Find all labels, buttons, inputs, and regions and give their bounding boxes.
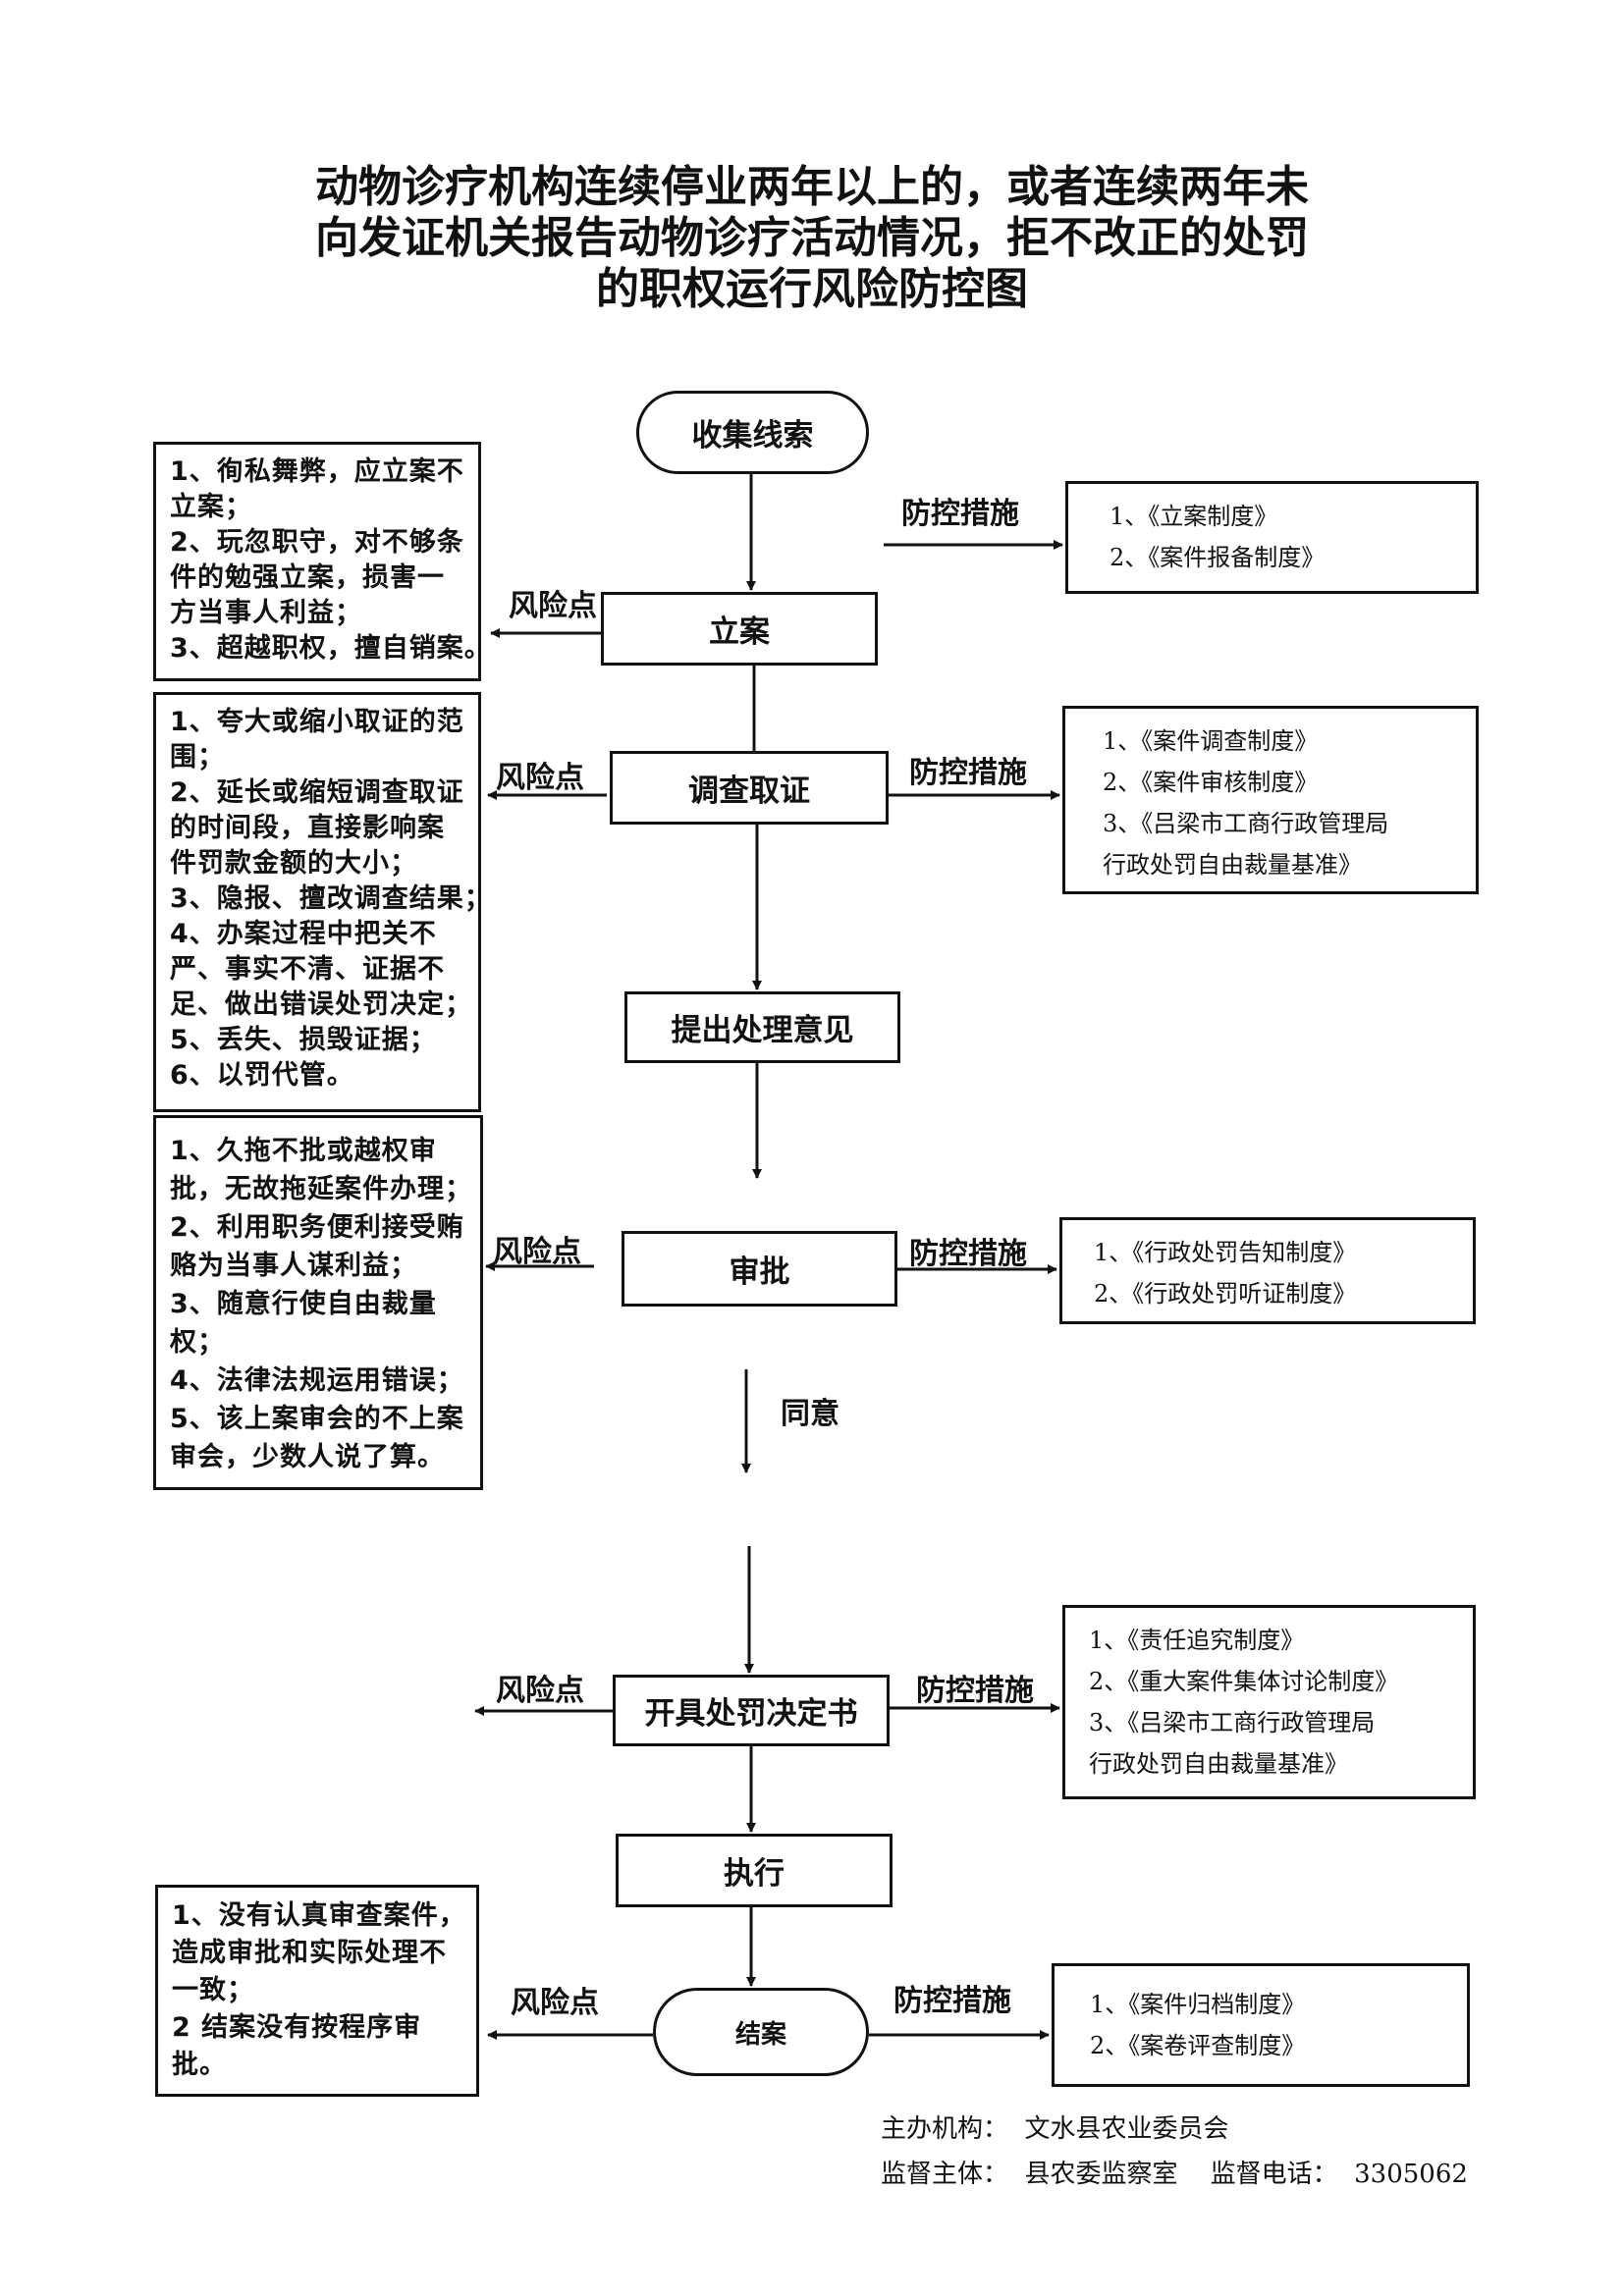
label-agree: 同意 xyxy=(781,1397,839,1431)
risk-line: 1、没有认真审查案件， xyxy=(172,1900,466,1931)
diagram-title: 动物诊疗机构连续停业两年以上的，或者连续两年未 向发证机关报告动物诊疗活动情况，… xyxy=(0,162,1624,315)
risk-line: 2、延长或缩短调查取证 xyxy=(170,777,464,808)
risk-line: 立案； xyxy=(170,492,252,522)
control-box-file: 1、《立案制度》 2、《案件报备制度》 xyxy=(1065,481,1479,594)
title-line-3: 的职权运行风险防控图 xyxy=(596,264,1028,314)
risk-line: 5、该上案审会的不上案 xyxy=(170,1404,464,1434)
risk-line: 赂为当事人谋利益； xyxy=(170,1251,417,1281)
control-label-close: 防控措施 xyxy=(893,1984,1011,2018)
node-approve: 审批 xyxy=(622,1231,897,1307)
control-label-decision: 防控措施 xyxy=(916,1674,1034,1708)
risk-box-close: 1、没有认真审查案件， 造成审批和实际处理不 一致； 2 结案没有按程序审 批。 xyxy=(155,1885,479,2097)
control-label-investigate: 防控措施 xyxy=(909,756,1027,790)
risk-line: 1、久拖不批或越权审 xyxy=(170,1136,437,1166)
risk-line: 件的勉强立案，损害一 xyxy=(170,562,445,593)
risk-line: 审会，少数人说了算。 xyxy=(170,1442,445,1472)
control-line: 1、《案件归档制度》 xyxy=(1090,1991,1306,2018)
risk-line: 围； xyxy=(170,742,225,773)
control-line: 1、《案件调查制度》 xyxy=(1103,727,1319,755)
risk-line: 4、法律法规运用错误； xyxy=(170,1365,464,1396)
control-line: 1、《责任追究制度》 xyxy=(1089,1627,1305,1654)
risk-line: 2、利用职务便利接受贿 xyxy=(170,1212,464,1243)
risk-line: 造成审批和实际处理不 xyxy=(172,1938,447,1968)
node-penalty-decision: 开具处罚决定书 xyxy=(613,1675,890,1746)
control-box-close: 1、《案件归档制度》 2、《案卷评查制度》 xyxy=(1052,1963,1470,2087)
risk-line: 1、徇私舞弊，应立案不 xyxy=(170,456,464,487)
risk-label-file: 风险点 xyxy=(509,589,597,623)
risk-label-close: 风险点 xyxy=(511,1986,599,2020)
risk-label-approve: 风险点 xyxy=(493,1235,581,1269)
risk-line: 6、以罚代管。 xyxy=(170,1060,354,1091)
risk-line: 1、夸大或缩小取证的范 xyxy=(170,707,464,737)
title-line-1: 动物诊疗机构连续停业两年以上的，或者连续两年未 xyxy=(315,162,1309,212)
risk-line: 3、超越职权，擅自销案。 xyxy=(170,633,492,664)
risk-line: 2 结案没有按程序审 xyxy=(172,2012,422,2043)
node-collect-clues: 收集线索 xyxy=(636,391,869,474)
risk-line: 方当事人利益； xyxy=(170,598,362,628)
control-line: 2、《行政处罚听证制度》 xyxy=(1094,1280,1357,1308)
node-close-case: 结案 xyxy=(653,1988,869,2076)
risk-line: 一致； xyxy=(172,1975,254,2005)
risk-line: 2、玩忽职守，对不够条 xyxy=(170,527,464,558)
risk-line: 严、事实不清、证据不 xyxy=(170,954,445,985)
risk-line: 4、办案过程中把关不 xyxy=(170,919,437,949)
node-investigate: 调查取证 xyxy=(610,751,889,825)
node-file-case: 立案 xyxy=(601,592,878,666)
control-line: 行政处罚自由裁量基准》 xyxy=(1089,1750,1348,1778)
node-propose-opinion: 提出处理意见 xyxy=(624,991,900,1063)
control-box-approve: 1、《行政处罚告知制度》 2、《行政处罚听证制度》 xyxy=(1059,1217,1476,1324)
control-line: 2、《重大案件集体讨论制度》 xyxy=(1089,1668,1399,1695)
risk-line: 3、隐报、擅改调查结果； xyxy=(170,883,492,914)
risk-label-decision: 风险点 xyxy=(496,1674,584,1708)
control-box-decision: 1、《责任追究制度》 2、《重大案件集体讨论制度》 3、《吕梁市工商行政管理局 … xyxy=(1062,1605,1476,1799)
node-execute: 执行 xyxy=(616,1834,893,1907)
control-line: 3、《吕梁市工商行政管理局 xyxy=(1103,810,1389,837)
risk-box-investigate: 1、夸大或缩小取证的范 围； 2、延长或缩短调查取证 的时间段，直接影响案 件罚… xyxy=(153,692,492,1112)
control-line: 1、《立案制度》 xyxy=(1110,503,1278,530)
risk-line: 件罚款金额的大小； xyxy=(170,848,417,879)
control-line: 1、《行政处罚告知制度》 xyxy=(1094,1239,1357,1266)
risk-box-file: 1、徇私舞弊，应立案不 立案； 2、玩忽职守，对不够条 件的勉强立案，损害一 方… xyxy=(153,442,492,681)
control-line: 2、《案件审核制度》 xyxy=(1103,769,1319,796)
control-label-approve: 防控措施 xyxy=(909,1237,1027,1271)
title-line-2: 向发证机关报告动物诊疗活动情况，拒不改正的处罚 xyxy=(315,213,1309,263)
risk-line: 批，无故拖延案件办理； xyxy=(170,1174,472,1204)
risk-line: 批。 xyxy=(172,2050,227,2080)
control-line: 2、《案卷评查制度》 xyxy=(1090,2032,1306,2059)
risk-label-investigate: 风险点 xyxy=(496,761,584,795)
control-line: 行政处罚自由裁量基准》 xyxy=(1103,851,1362,879)
control-box-investigate: 1、《案件调查制度》 2、《案件审核制度》 3、《吕梁市工商行政管理局 行政处罚… xyxy=(1062,706,1479,894)
control-label-file: 防控措施 xyxy=(901,497,1019,531)
risk-line: 5、丢失、损毁证据； xyxy=(170,1025,437,1055)
footer-supervisor: 监督主体： 县农委监察室 监督电话： 3305062 xyxy=(881,2160,1468,2189)
risk-line: 权； xyxy=(170,1327,225,1358)
risk-box-approve: 1、久拖不批或越权审 批，无故拖延案件办理； 2、利用职务便利接受贿 赂为当事人… xyxy=(153,1115,483,1490)
risk-line: 足、做出错误处罚决定； xyxy=(170,989,472,1020)
risk-line: 的时间段，直接影响案 xyxy=(170,813,445,843)
risk-line: 3、随意行使自由裁量 xyxy=(170,1289,437,1319)
control-line: 2、《案件报备制度》 xyxy=(1110,544,1326,571)
control-line: 3、《吕梁市工商行政管理局 xyxy=(1089,1709,1376,1736)
footer-organizer: 主办机构： 文水县农业委员会 xyxy=(881,2114,1229,2144)
